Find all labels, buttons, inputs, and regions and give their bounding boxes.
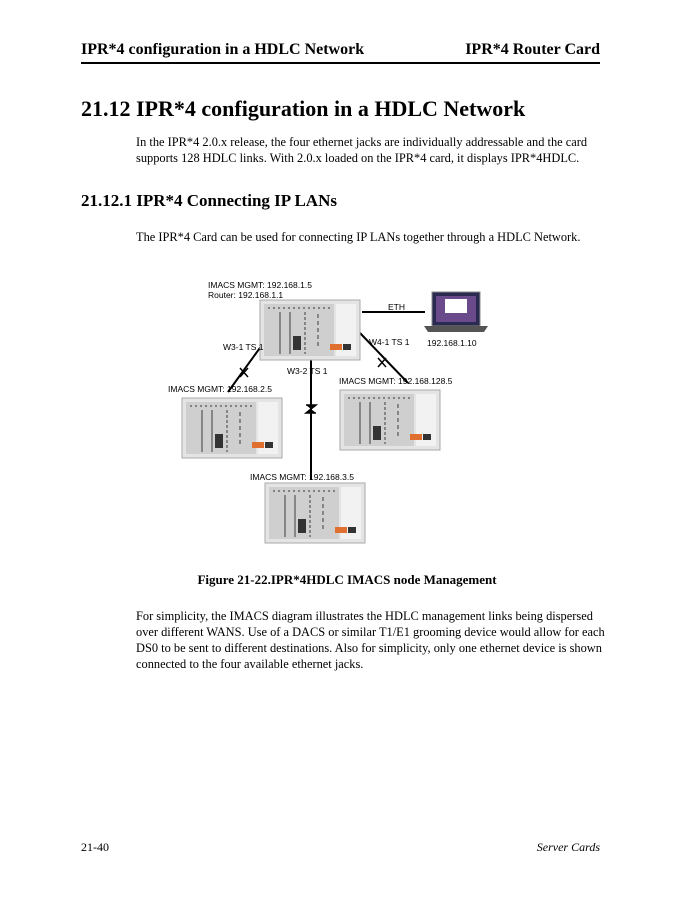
running-header-right: IPR*4 Router Card xyxy=(465,41,600,58)
node3-label: IMACS MGMT: 192.168.3.5 xyxy=(250,472,354,482)
w32-label: W3-2 TS 1 xyxy=(287,366,328,376)
main-mgmt-label: IMACS MGMT: 192.168.1.5 xyxy=(208,280,312,290)
laptop-icon xyxy=(424,291,488,332)
main-chassis xyxy=(259,299,361,361)
w41-label: W4-1 TS 1 xyxy=(369,337,410,347)
subsection-title: 21.12.1 IPR*4 Connecting IP LANs xyxy=(81,191,337,210)
eth-label: ETH xyxy=(388,302,405,312)
w31-label: W3-1 TS 1 xyxy=(223,342,264,352)
node128-label: IMACS MGMT: 192.168.128.5 xyxy=(339,376,453,386)
figure-caption: Figure 21-22.IPR*4HDLC IMACS node Manage… xyxy=(197,572,497,587)
main-router-label: Router: 192.168.1.1 xyxy=(208,290,284,300)
laptop-ip-label: 192.168.1.10 xyxy=(427,338,477,348)
node2-label: IMACS MGMT: 192.168.2.5 xyxy=(168,384,272,394)
footer-chapter: Server Cards xyxy=(536,840,600,854)
closing-paragraph: For simplicity, the IMACS diagram illust… xyxy=(136,609,605,671)
section-paragraph: In the IPR*4 2.0.x release, the four eth… xyxy=(136,135,588,165)
header-rule xyxy=(81,62,600,64)
node-chassis-128 xyxy=(339,389,441,451)
subsection-paragraph: The IPR*4 Card can be used for connectin… xyxy=(136,230,581,244)
node-chassis-2 xyxy=(181,397,283,459)
section-title: 21.12 IPR*4 configuration in a HDLC Netw… xyxy=(81,96,526,121)
node-chassis-3 xyxy=(264,482,366,544)
page-number: 21-40 xyxy=(81,840,109,854)
running-header-left: IPR*4 configuration in a HDLC Network xyxy=(81,41,365,58)
